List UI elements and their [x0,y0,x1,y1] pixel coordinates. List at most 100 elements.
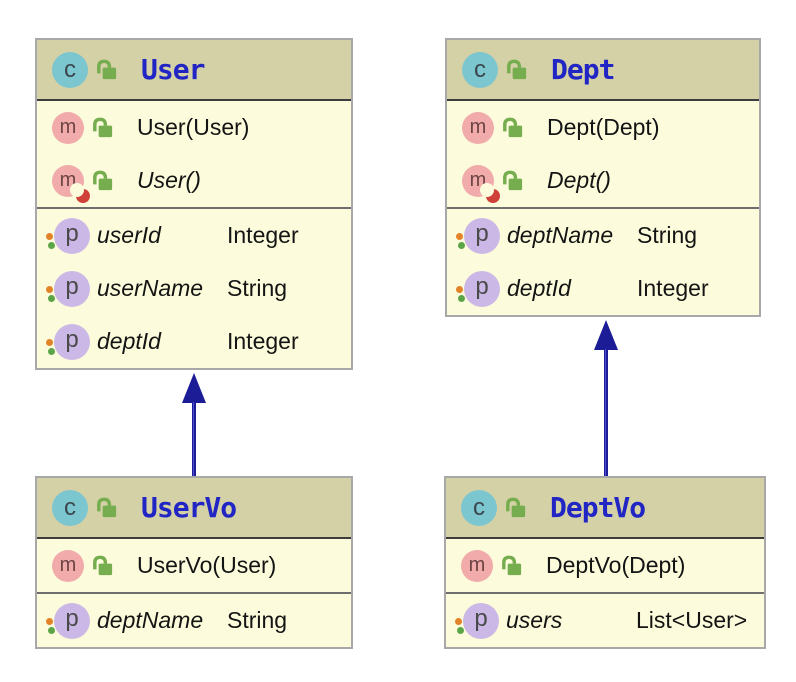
default-constructor-icon: m [462,164,500,203]
orange-dot-icon [46,617,53,625]
property-row[interactable]: p deptId Integer [447,262,759,315]
property-icon: p [455,602,499,639]
property-row[interactable]: p deptId Integer [37,315,351,368]
arrowhead-icon [182,373,206,403]
method-label: User(User) [137,114,250,140]
class-header-dept[interactable]: c Dept [447,40,759,101]
arrowhead-icon [594,320,618,350]
property-type: List<User> [636,607,748,633]
green-dot-icon [48,241,55,249]
class-box-user[interactable]: c User m User(User) m User() [35,38,353,370]
method-row[interactable]: m Dept(Dept) [447,101,759,154]
method-label: DeptVo(Dept) [546,552,686,578]
crescent-marker-icon [70,182,90,203]
method-label: Dept(Dept) [547,114,660,140]
class-title: UserVo [141,491,237,524]
arrow-line [604,349,608,476]
class-title: Dept [551,53,615,86]
method-icon: m [462,111,494,144]
green-dot-icon [458,294,465,302]
class-icon: c [462,51,498,88]
property-row[interactable]: p users List<User> [446,594,764,647]
method-icon: m [461,549,493,582]
orange-dot-icon [46,285,53,293]
properties-section: p deptName String p deptId Integer [447,207,759,315]
method-icon: m [52,111,84,144]
orange-dot-icon [456,232,463,240]
method-label: UserVo(User) [137,552,277,578]
property-icon: p [46,270,90,307]
class-header-user[interactable]: c User [37,40,351,101]
property-icon: p [46,602,90,639]
open-lock-icon [90,115,115,140]
property-type: String [227,607,288,633]
green-dot-icon [457,626,464,634]
green-dot-icon [48,294,55,302]
open-lock-icon [504,57,529,82]
class-header-deptvo[interactable]: c DeptVo [446,478,764,539]
crescent-marker-icon [480,182,500,203]
class-icon: c [461,489,497,526]
open-lock-icon [94,495,119,520]
methods-section: m UserVo(User) [37,539,351,592]
property-icon: p [46,217,90,254]
class-icon: c [52,489,88,526]
method-row[interactable]: m User() [37,154,351,207]
property-name: deptName [507,222,614,248]
property-row[interactable]: p deptName String [447,209,759,262]
properties-section: p deptName String [37,592,351,647]
class-title: DeptVo [550,491,646,524]
class-icon: c [52,51,88,88]
class-box-dept[interactable]: c Dept m Dept(Dept) m Dept() [445,38,761,317]
method-icon: m [52,549,84,582]
property-row[interactable]: p deptName String [37,594,351,647]
open-lock-icon [500,115,525,140]
properties-section: p users List<User> [446,592,764,647]
open-lock-icon [90,168,115,193]
orange-dot-icon [455,617,462,625]
orange-dot-icon [46,338,53,346]
property-type: String [637,222,698,248]
method-row[interactable]: m User(User) [37,101,351,154]
property-name: userName [97,275,204,301]
property-icon: p [456,270,500,307]
class-title: User [141,53,205,86]
property-name: deptId [97,328,161,354]
property-name: deptId [507,275,571,301]
property-row[interactable]: p userId Integer [37,209,351,262]
properties-section: p userId Integer p userName String p dep… [37,207,351,368]
class-box-deptvo[interactable]: c DeptVo m DeptVo(Dept) p users List<Use… [444,476,766,649]
open-lock-icon [500,168,525,193]
open-lock-icon [90,553,115,578]
property-type: Integer [227,328,299,354]
property-icon: p [456,217,500,254]
class-header-uservo[interactable]: c UserVo [37,478,351,539]
property-type: Integer [227,222,299,248]
property-name: userId [97,222,161,248]
methods-section: m User(User) m User() [37,101,351,207]
method-row[interactable]: m UserVo(User) [37,539,351,592]
property-icon: p [46,323,90,360]
property-row[interactable]: p userName String [37,262,351,315]
green-dot-icon [48,626,55,634]
open-lock-icon [503,495,528,520]
class-box-uservo[interactable]: c UserVo m UserVo(User) p deptName Strin… [35,476,353,649]
method-label: User() [137,167,201,193]
property-type: String [227,275,288,301]
open-lock-icon [94,57,119,82]
property-name: deptName [97,607,204,633]
methods-section: m Dept(Dept) m Dept() [447,101,759,207]
orange-dot-icon [456,285,463,293]
open-lock-icon [499,553,524,578]
green-dot-icon [458,241,465,249]
orange-dot-icon [46,232,53,240]
method-row[interactable]: m Dept() [447,154,759,207]
method-row[interactable]: m DeptVo(Dept) [446,539,764,592]
arrow-line [192,402,196,476]
default-constructor-icon: m [52,164,90,203]
green-dot-icon [48,347,55,355]
method-label: Dept() [547,167,611,193]
property-name: users [506,607,563,633]
property-type: Integer [637,275,709,301]
